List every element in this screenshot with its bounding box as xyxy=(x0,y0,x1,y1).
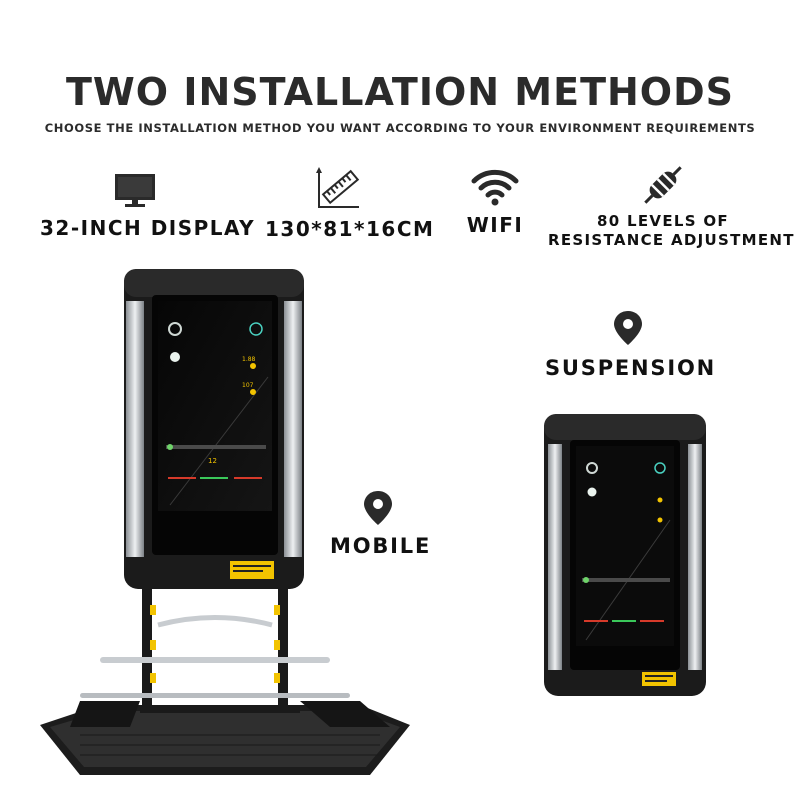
method-suspension: SUSPENSION xyxy=(545,310,716,380)
page-subtitle: CHOOSE THE INSTALLATION METHOD YOU WANT … xyxy=(44,121,756,135)
ruler-icon xyxy=(316,167,360,208)
wifi-icon xyxy=(471,169,519,206)
feature-display-label: 32-INCH DISPLAY xyxy=(40,216,256,240)
monitor-icon xyxy=(115,174,155,207)
screen-center-value: 12 xyxy=(208,457,217,465)
feature-wifi: WIFI xyxy=(455,165,535,237)
feature-resistance-label-line2: RESISTANCE ADJUSTMENT xyxy=(548,231,795,249)
method-mobile-label: MOBILE xyxy=(330,534,432,558)
screen-readout-1: 1.88 xyxy=(242,356,256,363)
page-title: TWO INSTALLATION METHODS xyxy=(65,70,735,114)
feature-resistance: 80 LEVELS OF RESISTANCE ADJUSTMENT xyxy=(548,160,795,250)
feature-size-label: 130*81*16CM xyxy=(265,217,435,241)
method-suspension-label: SUSPENSION xyxy=(545,356,716,380)
resistance-icon xyxy=(644,166,682,204)
method-mobile: MOBILE xyxy=(330,490,432,558)
feature-wifi-label: WIFI xyxy=(466,213,524,237)
location-pin-icon xyxy=(613,311,642,345)
screen-readout-2: 107 xyxy=(242,382,254,389)
feature-size: 130*81*16CM xyxy=(265,165,435,241)
location-pin-icon xyxy=(363,491,392,525)
feature-resistance-label-line1: 80 LEVELS OF xyxy=(597,212,729,230)
feature-display: 32-INCH DISPLAY xyxy=(40,170,256,240)
machine-mobile-illustration: 1.88 107 12 xyxy=(40,269,410,775)
machine-suspension-illustration xyxy=(544,414,706,696)
